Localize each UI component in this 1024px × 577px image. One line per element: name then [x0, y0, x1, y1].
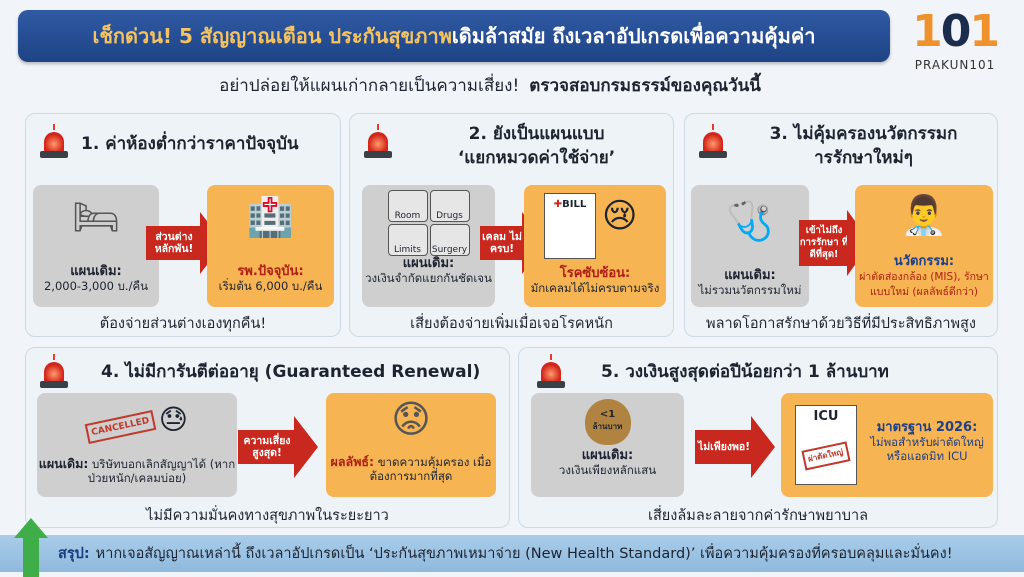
- money-bag-icon: <1 ล้านบาท: [584, 399, 631, 445]
- card-title: 4. ไม่มีการันตีต่ออายุ (Guaranteed Renew…: [101, 362, 481, 382]
- doc-title: ICU: [813, 409, 839, 424]
- new-plan-text: เริ่มต้น 6,000 บ./คืน: [218, 279, 323, 293]
- new-plan-label: โรคซับซ้อน:: [559, 266, 631, 281]
- old-plan-label: แผนเดิม:: [402, 256, 455, 271]
- old-plan-text: ไม่รวมนวัตกรรมใหม่: [698, 283, 802, 297]
- card-caption: เสี่ยงล้มละลายจากค่ารักษาพยาบาล: [648, 508, 868, 524]
- arrow-callout: ความเสี่ยง สูงสุด!: [238, 416, 318, 478]
- new-plan-label: นวัตกรรม:: [893, 254, 955, 269]
- cancelled-stamp: CANCELLED: [84, 410, 157, 444]
- card-title: 2. ยังเป็นแผนแบบ ‘แยกหมวดค่าใช้จ่าย’: [410, 122, 663, 170]
- warning-card-5: 5. วงเงินสูงสุดต่อปีน้อยกว่า 1 ล้านบาท <…: [518, 347, 998, 528]
- arrow-label: เคลม ไม่ครบ!: [480, 226, 524, 260]
- card-title: 1. ค่าห้องต่ำกว่าราคาปัจจุบัน: [81, 134, 299, 154]
- old-plan-box: 🩺 แผนเดิม: ไม่รวมนวัตกรรมใหม่: [691, 185, 809, 307]
- card-title: 5. วงเงินสูงสุดต่อปีน้อยกว่า 1 ล้านบาท: [601, 362, 889, 382]
- old-plan-text: วงเงินเพียงหลักแสน: [558, 463, 657, 477]
- arrow-label: เข้าไม่ถึง การรักษา ที่ดีที่สุด!: [799, 220, 849, 266]
- crying-person-icon: 😢: [602, 196, 638, 236]
- logo-text: PRAKUN101: [914, 58, 996, 72]
- doctor-icon: 👨‍⚕: [900, 193, 948, 237]
- doc-stamp: ผ่าตัดใหญ่: [801, 441, 851, 471]
- card-caption: เสี่ยงต้องจ่ายเพิ่มเมื่อเจอโรคหนัก: [410, 316, 613, 332]
- title-banner: เช็กด่วน! 5 สัญญาณเตือน ประกันสุขภาพเดิม…: [18, 10, 890, 62]
- bill-label: BILL: [562, 199, 587, 210]
- old-plan-label: แผนเดิม:: [70, 264, 122, 279]
- new-plan-box: 👨‍⚕ นวัตกรรม: ผ่าตัดส่องกล้อง (MIS), รัก…: [855, 185, 993, 307]
- sick-person-icon: 😓: [158, 403, 188, 436]
- arrow-label: ไม่เพียงพอ!: [695, 430, 753, 464]
- bag-value: <1: [599, 409, 616, 420]
- logo-mark: 101: [912, 6, 1000, 57]
- old-plan-text: วงเงินจำกัดแยกกันชัดเจน: [365, 271, 492, 285]
- warning-card-1: 1. ค่าห้องต่ำกว่าราคาปัจจุบัน 🛏 แผนเดิม:…: [25, 113, 341, 337]
- old-plan-box: <1 ล้านบาท แผนเดิม: วงเงินเพียงหลักแสน: [531, 393, 684, 497]
- title-highlight: เช็กด่วน! 5 สัญญาณเตือน ประกันสุขภาพ: [92, 24, 452, 48]
- card-title-line1: 3. ไม่คุ้มครองนวัตกรรมก: [769, 124, 958, 144]
- icu-document-icon: ICU ผ่าตัดใหญ่: [795, 405, 857, 485]
- old-plan-label: แผนเดิม:: [38, 456, 89, 471]
- summary-text: หากเจอสัญญาณเหล่านี้ ถึงเวลาอัปเกรดเป็น …: [95, 546, 953, 562]
- summary-bar: สรุป: หากเจอสัญญาณเหล่านี้ ถึงเวลาอัปเกรด…: [0, 535, 1024, 572]
- bill-icon: ✚BILL: [544, 193, 596, 259]
- old-plan-text: 2,000-3,000 บ./คืน: [43, 279, 149, 293]
- arrow-label: ส่วนต่าง หลักพัน!: [146, 226, 202, 260]
- warning-card-2: 2. ยังเป็นแผนแบบ ‘แยกหมวดค่าใช้จ่าย’ Room…: [349, 113, 674, 337]
- new-plan-label: รพ.ปัจจุบัน:: [237, 264, 304, 279]
- new-plan-box: 🏥 รพ.ปัจจุบัน: เริ่มต้น 6,000 บ./คืน: [207, 185, 334, 307]
- card-caption: ไม่มีความมั่นคงทางสุขภาพในระยะยาว: [146, 508, 389, 524]
- cancelled-document-icon: CANCELLED 😓: [37, 406, 237, 449]
- new-plan-text: ขาดความคุ้มครอง เมื่อต้องการมากที่สุด: [369, 455, 492, 483]
- category-drugs: Drugs: [429, 190, 470, 222]
- old-plan-label: แผนเดิม:: [581, 448, 634, 463]
- warning-card-4: 4. ไม่มีการันตีต่ออายุ (Guaranteed Renew…: [25, 347, 510, 528]
- hospital-bed-icon: 🛏: [71, 195, 121, 239]
- hospital-room-price-tag-icon: 🏥: [246, 195, 295, 239]
- subtitle-bold: ตรวจสอบกรมธรรม์ของคุณวันนี้: [529, 76, 761, 96]
- arrow-callout: ไม่เพียงพอ!: [695, 416, 775, 478]
- category-room: Room: [387, 190, 428, 222]
- new-plan-text: ผ่าตัดส่องกล้อง (MIS), รักษาแบบใหม่ (ผลล…: [859, 271, 989, 298]
- old-plan-text: บริษัทบอกเลิกสัญญาได้ (หากป่วยหนัก/เคลมบ…: [87, 457, 236, 485]
- new-plan-box: ✚BILL 😢 โรคซับซ้อน: มักเคลมได้ไม่ครบตามจ…: [524, 185, 666, 307]
- old-plan-label: แผนเดิม:: [724, 268, 776, 283]
- prakun101-logo: 101 PRAKUN101: [900, 6, 1010, 78]
- old-plan-box: 🛏 แผนเดิม: 2,000-3,000 บ./คืน: [33, 185, 159, 307]
- new-plan-box: ICU ผ่าตัดใหญ่ มาตรฐาน 2026: ไม่พอสำหรับผ…: [781, 393, 993, 497]
- title-rest: เดิมล้าสมัย ถึงเวลาอัปเกรดเพื่อความคุ้มค…: [451, 24, 816, 48]
- card-title-line2: ารรักษาใหม่ๆ: [814, 148, 913, 168]
- card-title-line1: 2. ยังเป็นแผนแบบ: [468, 124, 605, 144]
- siren-icon: [533, 354, 569, 390]
- green-up-arrow-icon: [14, 518, 48, 577]
- summary-label: สรุป:: [58, 546, 90, 562]
- new-plan-label: มาตรฐาน 2026:: [876, 420, 978, 435]
- subtitle: อย่าปล่อยให้แผนเก่ากลายเป็นความเสี่ยง! ตร…: [0, 72, 980, 99]
- new-plan-label: ผลลัพธ์:: [330, 454, 375, 469]
- warning-card-3: 3. ไม่คุ้มครองนวัตกรรมการรักษาใหม่ๆ 🩺 แผ…: [684, 113, 998, 337]
- siren-icon: [360, 124, 396, 160]
- card-title: 3. ไม่คุ้มครองนวัตกรรมการรักษาใหม่ๆ: [740, 122, 987, 170]
- old-plan-box: CANCELLED 😓 แผนเดิม: บริษัทบอกเลิกสัญญาไ…: [37, 393, 237, 497]
- bag-unit: ล้านบาท: [592, 422, 623, 431]
- worried-man-icon: 😟: [391, 397, 431, 441]
- category-surgery: Surgery: [429, 224, 470, 256]
- siren-icon: [695, 124, 731, 160]
- subtitle-text: อย่าปล่อยให้แผนเก่ากลายเป็นความเสี่ยง!: [219, 76, 520, 96]
- arrow-label: ความเสี่ยง สูงสุด!: [238, 430, 296, 464]
- surgery-icon: 🩺: [726, 199, 774, 243]
- new-plan-text: ไม่พอสำหรับผ่าตัดใหญ่ หรือแอดมิท ICU: [870, 435, 984, 463]
- siren-icon: [36, 354, 72, 390]
- new-plan-box: 😟 ผลลัพธ์: ขาดความคุ้มครอง เมื่อต้องการม…: [326, 393, 496, 497]
- siren-icon: [36, 124, 72, 160]
- category-limits: Limits: [387, 224, 428, 256]
- card-caption: ต้องจ่ายส่วนต่างเองทุกคืน!: [99, 316, 267, 332]
- card-title-line2: ‘แยกหมวดค่าใช้จ่าย’: [457, 148, 616, 168]
- card-caption: พลาดโอกาสรักษาด้วยวิธีที่มีประสิทธิภาพสู…: [706, 316, 976, 332]
- new-plan-text: มักเคลมได้ไม่ครบตามจริง: [530, 281, 660, 295]
